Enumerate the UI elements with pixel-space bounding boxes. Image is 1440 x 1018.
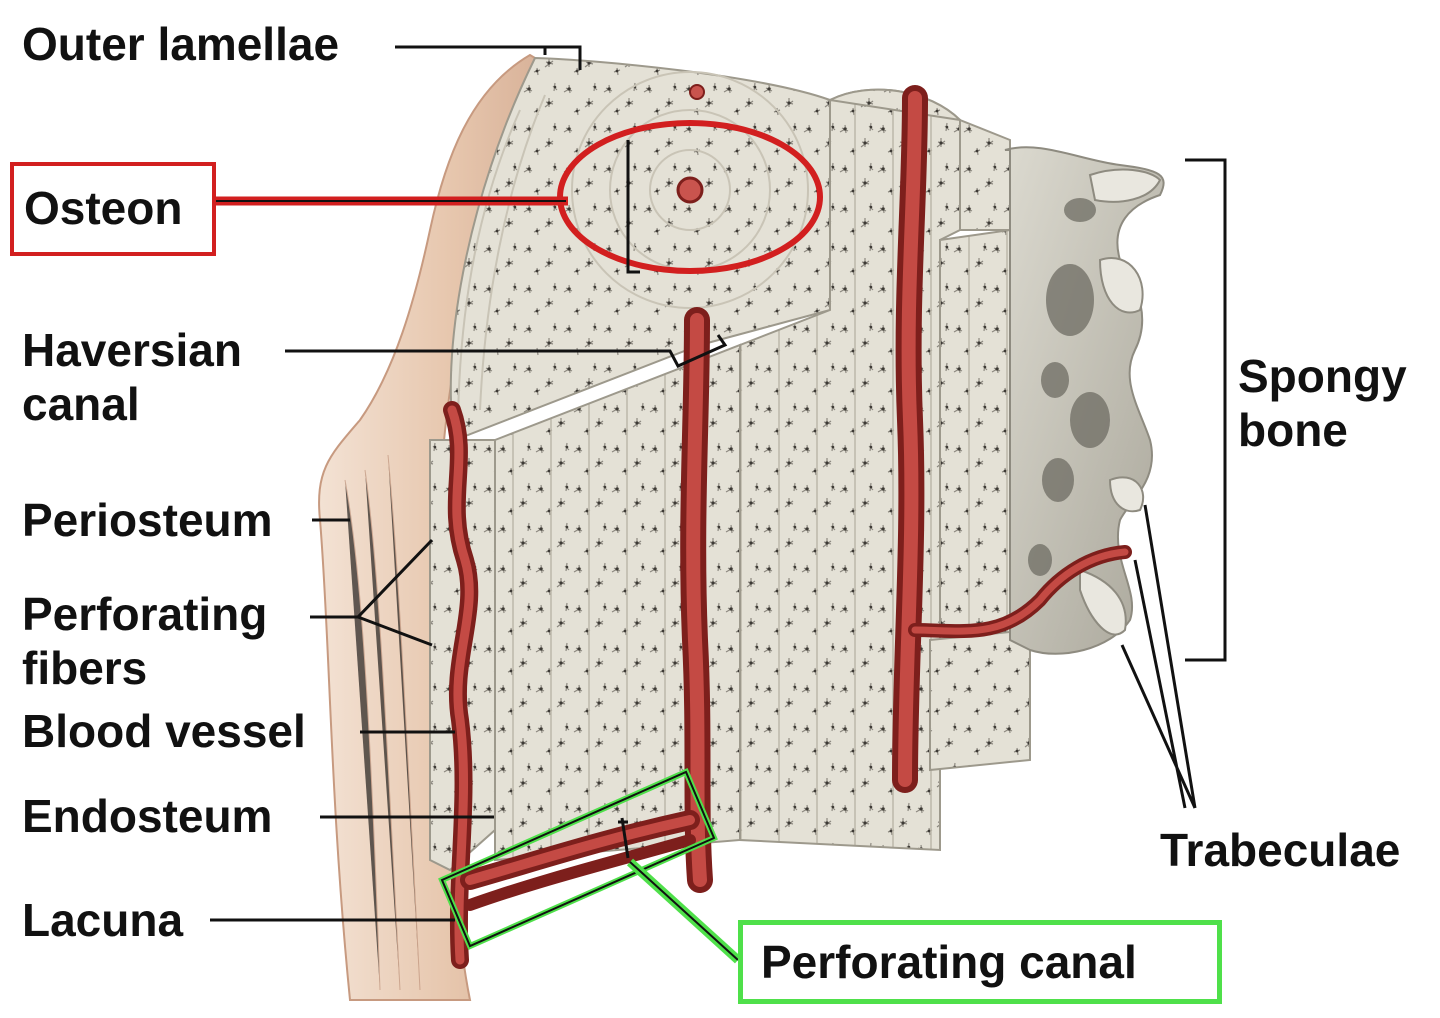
- leader-lines: [210, 45, 1227, 922]
- osteon-highlight: [216, 120, 823, 274]
- label-spongy-bone-line2: bone: [1238, 404, 1348, 456]
- label-endosteum: Endosteum: [22, 790, 273, 842]
- label-perforating-canal: Perforating canal: [738, 920, 1222, 1004]
- spongy-bone-tissue: [1004, 146, 1165, 655]
- label-periosteum: Periosteum: [22, 494, 273, 546]
- label-haversian-canal-line2: canal: [22, 378, 140, 430]
- perforating-fibers-leader: [310, 538, 434, 647]
- label-haversian-canal-line1: Haversian: [22, 324, 242, 376]
- label-outer-lamellae: Outer lamellae: [22, 18, 340, 70]
- perforating-canal-tick: [618, 817, 630, 859]
- label-perforating-fibers-line2: fibers: [22, 642, 148, 694]
- perforating-canal-highlight: [438, 768, 742, 964]
- osteon-bracket: [626, 140, 640, 274]
- label-osteon: Osteon: [10, 162, 216, 256]
- spongy-bone-bracket: [1185, 158, 1227, 662]
- trabeculae-leader: [1120, 504, 1197, 809]
- haversian-canal-leader: [285, 334, 728, 368]
- label-perforating-fibers-line1: Perforating: [22, 588, 268, 640]
- label-trabeculae: Trabeculae: [1160, 824, 1401, 876]
- blood-vessels: [443, 85, 1132, 969]
- label-blood-vessel: Blood vessel: [22, 705, 306, 757]
- label-lacuna: Lacuna: [22, 894, 184, 946]
- outer-lamellae-leader: [395, 45, 582, 70]
- label-spongy-bone-line1: Spongy: [1238, 350, 1407, 402]
